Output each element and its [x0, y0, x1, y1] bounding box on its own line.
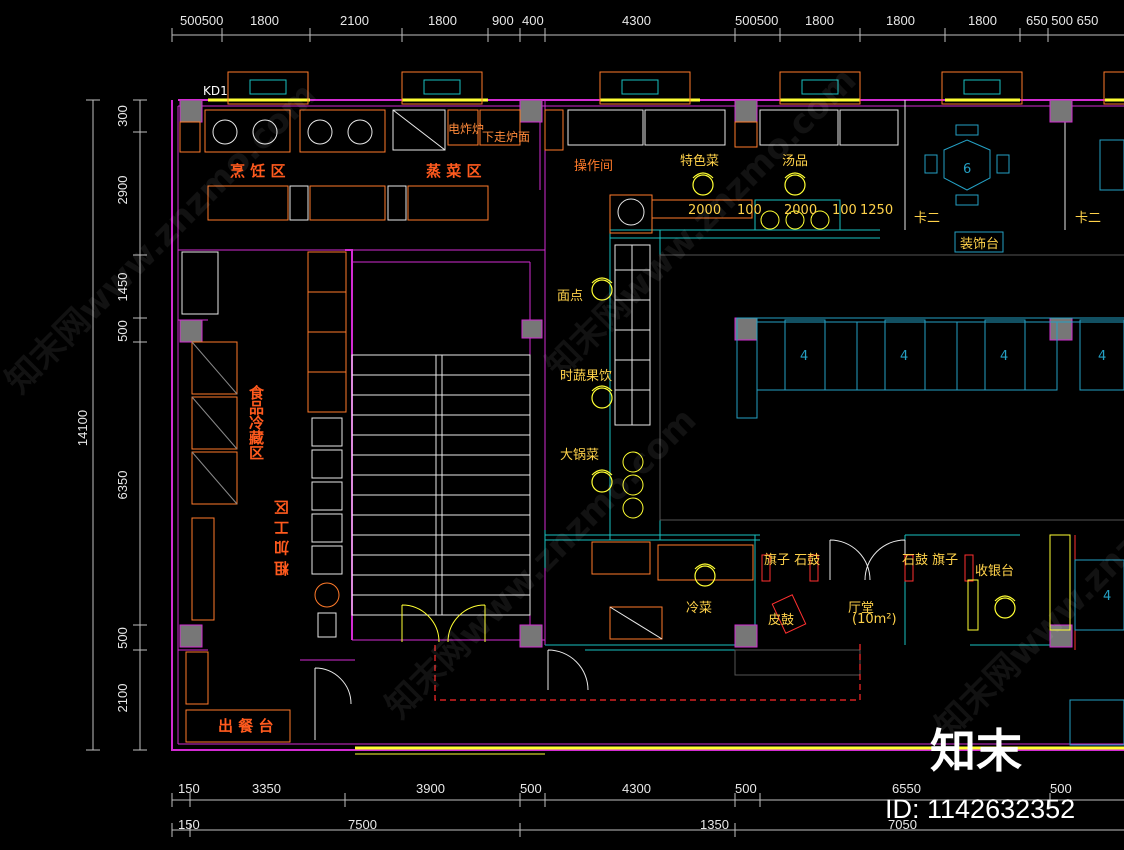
watermarks: 知末网www.znzmo.com 知末网www.znzmo.com 知末网www… [0, 60, 1124, 746]
label-flag-stone-2: 石鼓 旗子 [902, 552, 958, 568]
dim-counter-4: 1250 [860, 203, 893, 218]
dim-bottom2-2: 1350 [700, 817, 729, 832]
dim-bottom2-1: 7500 [348, 817, 377, 832]
zone-labels: 烹 饪 区 蒸 菜 区 食品冷藏区 粗 加 工 区 出 餐 台 [218, 162, 481, 735]
label-pastry: 面点 [557, 289, 583, 304]
dim-top-8: 1800 [805, 13, 834, 28]
doors [314, 530, 906, 740]
dim-counter-3: 100 [832, 203, 857, 218]
watermark-3: 知末网www.znzmo.com [538, 60, 864, 386]
dim-top-9: 1800 [886, 13, 915, 28]
dining-tables [736, 124, 1124, 746]
dim-left-4: 6350 [115, 471, 130, 500]
dim-counter-1: 100 [737, 203, 762, 218]
table-numbers: 6 4 4 4 4 4 [800, 162, 1111, 604]
dim-top-0: 500500 [180, 13, 223, 28]
dim-left-total: 14100 [75, 410, 90, 446]
dim-bottom1-6: 6550 [892, 781, 921, 796]
table-round-number: 6 [963, 162, 971, 177]
dim-top-7: 500500 [735, 13, 778, 28]
label-cold-dish: 冷菜 [686, 601, 712, 616]
label-signature-dish: 特色菜 [680, 153, 719, 169]
dim-top-3: 1800 [428, 13, 457, 28]
dim-left-2: 1450 [115, 273, 130, 302]
label-hall-area: (10m²) [852, 612, 897, 627]
label-small-2: 下走炉面 [482, 130, 530, 144]
label-booth-1: 卡二 [914, 211, 940, 226]
label-small-1: 电炸炉 [448, 122, 484, 136]
label-cashier: 收银台 [975, 564, 1014, 579]
dim-bottom1-5: 500 [735, 781, 757, 796]
dim-top-10: 1800 [968, 13, 997, 28]
dim-counter-2: 2000 [784, 203, 817, 218]
label-seasonal-fruit: 时蔬果饮 [560, 369, 612, 384]
watermark-2: 知末网www.znzmo.com [378, 400, 704, 726]
dim-top-1: 1800 [250, 13, 279, 28]
dim-bottom1-1: 3350 [252, 781, 281, 796]
dim-bottom2-0: 150 [178, 817, 200, 832]
table-number-2: 4 [900, 349, 908, 364]
staff-figures [591, 172, 1016, 619]
dim-top-2: 2100 [340, 13, 369, 28]
dim-top-6: 4300 [622, 13, 651, 28]
decor-items [761, 534, 1071, 634]
dim-left-3: 500 [115, 320, 130, 342]
station-labels: 电炸炉 下走炉面 操作间 特色菜 汤品 面点 时蔬果饮 大锅菜 冷菜 旗子 石鼓… [448, 122, 1101, 628]
dim-left-5: 500 [115, 627, 130, 649]
zone-serving: 出 餐 台 [218, 717, 273, 735]
label-soup: 汤品 [782, 154, 808, 169]
label-big-pot: 大锅菜 [560, 447, 599, 463]
dim-bottom1-4: 4300 [622, 781, 651, 796]
dim-bottom1-3: 500 [520, 781, 542, 796]
tag-kd1: KD1 [203, 84, 228, 98]
zone-cold-storage: 食品冷藏区 [247, 384, 265, 460]
label-decor-stand: 装饰台 [960, 237, 999, 252]
image-id: ID: 1142632352 [885, 794, 1075, 824]
table-number-3: 4 [1000, 349, 1008, 364]
top-dimensions: 500500 1800 2100 1800 900 400 4300 50050… [180, 13, 1098, 28]
dim-top-5: 400 [522, 13, 544, 28]
dim-bottom2-3: 7050 [888, 817, 917, 832]
label-booth-2: 卡二 [1075, 211, 1101, 226]
dimension-lines [86, 28, 1124, 837]
label-flag-stone-1: 旗子 石鼓 [764, 552, 820, 568]
zone-cooking: 烹 饪 区 [230, 162, 285, 180]
dim-top-4: 900 [492, 13, 514, 28]
serving-line [544, 109, 899, 640]
watermark-1: 知末网www.znzmo.com [0, 75, 324, 401]
counter-dimensions: 2000 100 2000 100 1250 [688, 203, 893, 218]
table-number-1: 4 [800, 349, 808, 364]
left-dimensions: 300 2900 1450 500 6350 500 2100 14100 [75, 105, 130, 712]
dim-bottom1-2: 3900 [416, 781, 445, 796]
zone-steaming: 蒸 菜 区 [426, 162, 481, 180]
label-drum: 皮鼓 [768, 613, 794, 628]
dim-left-6: 2100 [115, 684, 130, 713]
dim-top-11: 650 500 650 [1026, 13, 1098, 28]
zone-rough-processing: 粗 加 工 区 [273, 500, 291, 576]
table-number-5: 4 [1103, 589, 1111, 604]
table-number-4: 4 [1098, 349, 1106, 364]
columns [179, 99, 1073, 648]
bottom-dimensions: 150 3350 3900 500 4300 500 6550 500 150 … [178, 781, 1072, 832]
dim-left-1: 2900 [115, 176, 130, 205]
walls [171, 71, 1124, 755]
circulation-path [434, 640, 861, 701]
dim-counter-0: 2000 [688, 203, 721, 218]
watermark-4: 知末网www.znzmo.com [928, 420, 1124, 746]
dim-left-0: 300 [115, 105, 130, 127]
dim-bottom1-7: 500 [1050, 781, 1072, 796]
label-hall: 厅堂 [848, 601, 874, 616]
brand-logo: 知末 [930, 724, 1022, 778]
kitchen-equipment [179, 109, 521, 743]
label-operation-room: 操作间 [574, 158, 613, 174]
staircase [351, 354, 531, 616]
dim-bottom1-0: 150 [178, 781, 200, 796]
